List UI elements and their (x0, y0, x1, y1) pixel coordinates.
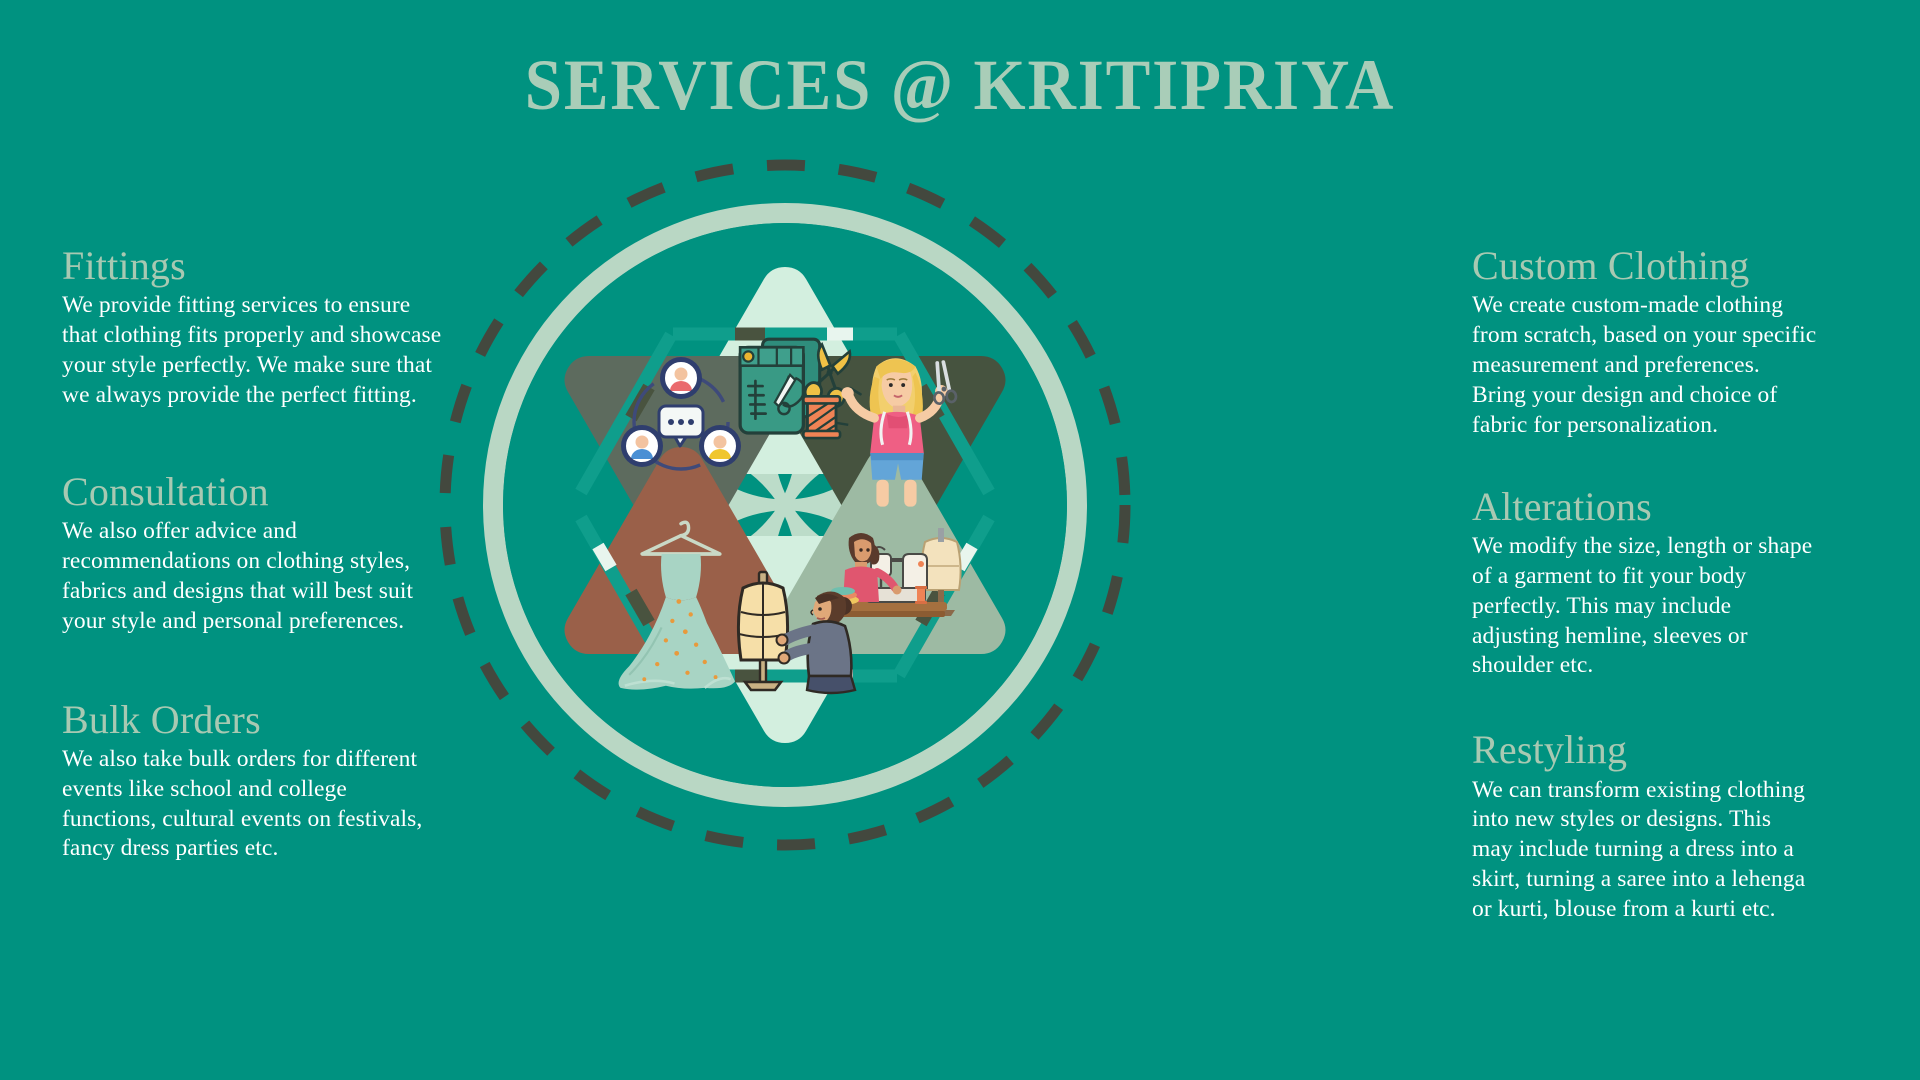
service-title-fittings: Fittings (62, 243, 186, 288)
woman-with-scissors-icon (841, 358, 958, 507)
service-title-bulk-orders: Bulk Orders (62, 696, 261, 742)
dressmaker-mannequin-icon (736, 570, 857, 695)
service-title-custom-clothing: Custom Clothing (1472, 243, 1750, 288)
page-title: SERVICES @ KRITIPRIYA (524, 45, 1396, 125)
patched-jeans-scissors-thread-icon (738, 337, 862, 440)
gown-on-hanger-icon (618, 520, 735, 690)
consultation-chat-avatars-icon (621, 357, 741, 471)
service-block-fittings: Fittings We provide fitting services to … (62, 243, 542, 411)
sage-ring (483, 203, 1087, 807)
service-title-restyling: Restyling (1472, 727, 1628, 773)
service-body-bulk-orders: We also take bulk orders for different e… (62, 745, 423, 862)
left-services-column: Fittings We provide fitting services to … (62, 243, 542, 865)
service-block-alterations: Alterations We modify the size, length o… (1472, 483, 1920, 682)
service-body-custom-clothing: We create custom-made clothing from scra… (1472, 292, 1817, 438)
service-block-restyling: Restyling We can transform existing clot… (1472, 727, 1920, 925)
service-title-alterations: Alterations (1472, 483, 1652, 529)
service-body-restyling: We can transform existing clothing into … (1472, 776, 1806, 922)
service-title-consultation: Consultation (62, 468, 269, 514)
right-services-column: Custom Clothing We create custom-made cl… (1472, 243, 1920, 925)
sewing-machine-mannequin-icon (827, 528, 962, 617)
dashed-outer-ring (439, 159, 1131, 851)
services-wheel (435, 150, 1135, 860)
service-block-custom-clothing: Custom Clothing We create custom-made cl… (1472, 243, 1920, 441)
service-body-consultation: We also offer advice and recommendations… (62, 518, 414, 634)
service-block-consultation: Consultation We also offer advice and re… (62, 468, 542, 637)
service-body-alterations: We modify the size, length or shape of a… (1472, 533, 1813, 679)
service-block-bulk-orders: Bulk Orders We also take bulk orders for… (62, 696, 542, 865)
service-body-fittings: We provide fitting services to ensure th… (62, 292, 442, 408)
